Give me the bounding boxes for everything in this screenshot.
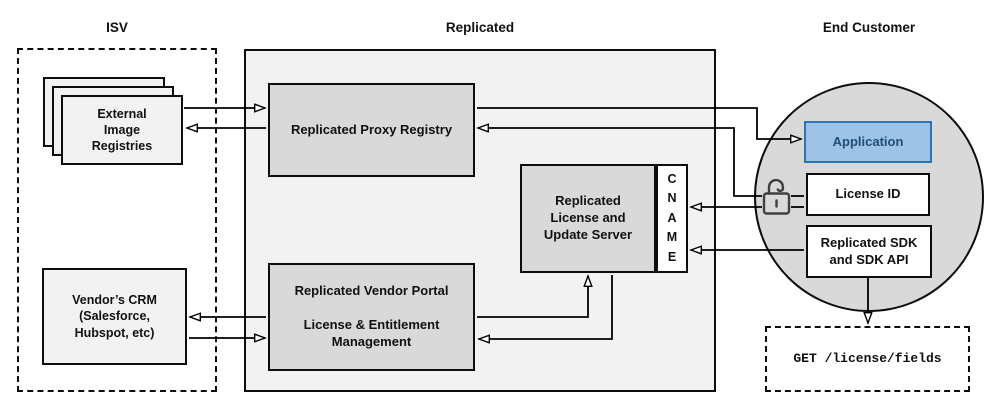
application-node: Application <box>804 121 932 163</box>
cname-strip: C N A M E <box>656 164 688 273</box>
isv-container <box>17 48 217 392</box>
license-id-label: License ID <box>835 186 901 202</box>
license-id-node: License ID <box>806 173 930 216</box>
cname-label: C N A M E <box>666 172 678 264</box>
section-title-isv: ISV <box>106 20 128 35</box>
vendor-portal-label: Replicated Vendor Portal License & Entit… <box>294 283 449 349</box>
license-update-server-label: Replicated License and Update Server <box>543 193 633 242</box>
replicated-sdk-node: Replicated SDK and SDK API <box>806 225 932 278</box>
vendors-crm-label: Vendor’s CRM (Salesforce, Hubspot, etc) <box>72 293 157 340</box>
section-title-end-customer: End Customer <box>822 20 916 35</box>
proxy-registry-label: Replicated Proxy Registry <box>290 121 453 137</box>
application-label: Application <box>832 133 904 149</box>
license-update-server-node: Replicated License and Update Server <box>520 164 656 273</box>
replicated-sdk-label: Replicated SDK and SDK API <box>820 234 918 267</box>
vendor-portal-node: Replicated Vendor Portal License & Entit… <box>268 263 475 371</box>
section-title-replicated: Replicated <box>445 20 515 35</box>
external-image-registries-label: External Image Registries <box>91 106 153 154</box>
arrow-license-server-to-portal <box>479 275 613 339</box>
arrow-licenseid-to-proxy <box>478 128 762 197</box>
external-image-registries-node: External Image Registries <box>61 95 183 165</box>
unlocked-padlock-icon <box>762 178 791 215</box>
get-license-fields-node: GET /license/fields <box>765 326 970 392</box>
arrow-portal-to-license-server <box>477 276 588 318</box>
proxy-registry-node: Replicated Proxy Registry <box>268 83 475 177</box>
vendors-crm-node: Vendor’s CRM (Salesforce, Hubspot, etc) <box>42 268 187 365</box>
arrow-proxy-to-application <box>477 107 801 139</box>
get-license-fields-label: GET /license/fields <box>793 350 942 366</box>
